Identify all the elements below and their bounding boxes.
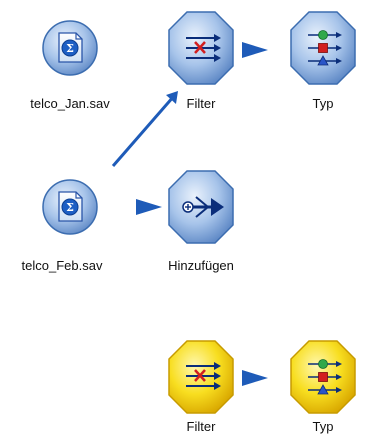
- source-node-telco-feb[interactable]: Σ: [42, 179, 98, 235]
- connection-filter-to-typ-highlighted[interactable]: [242, 370, 268, 386]
- connection-telco-feb-to-filter[interactable]: [111, 91, 178, 167]
- node-label-telco-feb: telco_Feb.sav: [21, 258, 103, 273]
- node-label-filter-top: Filter: [186, 96, 216, 111]
- node-label-typ-top: Typ: [312, 96, 334, 111]
- node-label-telco-jan: telco_Jan.sav: [30, 96, 110, 111]
- svg-text:Σ: Σ: [66, 42, 74, 55]
- node-label-typ-bottom: Typ: [312, 419, 334, 434]
- type-icon: [308, 359, 342, 395]
- type-icon: [308, 30, 342, 66]
- spss-sav-file-icon: Σ: [58, 191, 83, 222]
- source-node-telco-jan[interactable]: Σ: [42, 20, 98, 76]
- filter-node-top[interactable]: [168, 11, 234, 85]
- type-node-bottom[interactable]: [290, 340, 356, 414]
- node-label-filter-bottom: Filter: [186, 419, 216, 434]
- filter-icon: [186, 362, 221, 390]
- append-node[interactable]: [168, 170, 234, 244]
- node-label-hinzufuegen: Hinzufügen: [168, 258, 234, 273]
- append-icon: [182, 196, 224, 218]
- spss-sav-file-icon: Σ: [58, 32, 83, 63]
- type-node-top[interactable]: [290, 11, 356, 85]
- filter-node-bottom[interactable]: [168, 340, 234, 414]
- connection-telco-feb-to-hinzufuegen[interactable]: [136, 199, 162, 215]
- filter-icon: [186, 34, 221, 62]
- connection-filter-to-typ[interactable]: [242, 42, 268, 58]
- svg-text:Σ: Σ: [66, 201, 74, 214]
